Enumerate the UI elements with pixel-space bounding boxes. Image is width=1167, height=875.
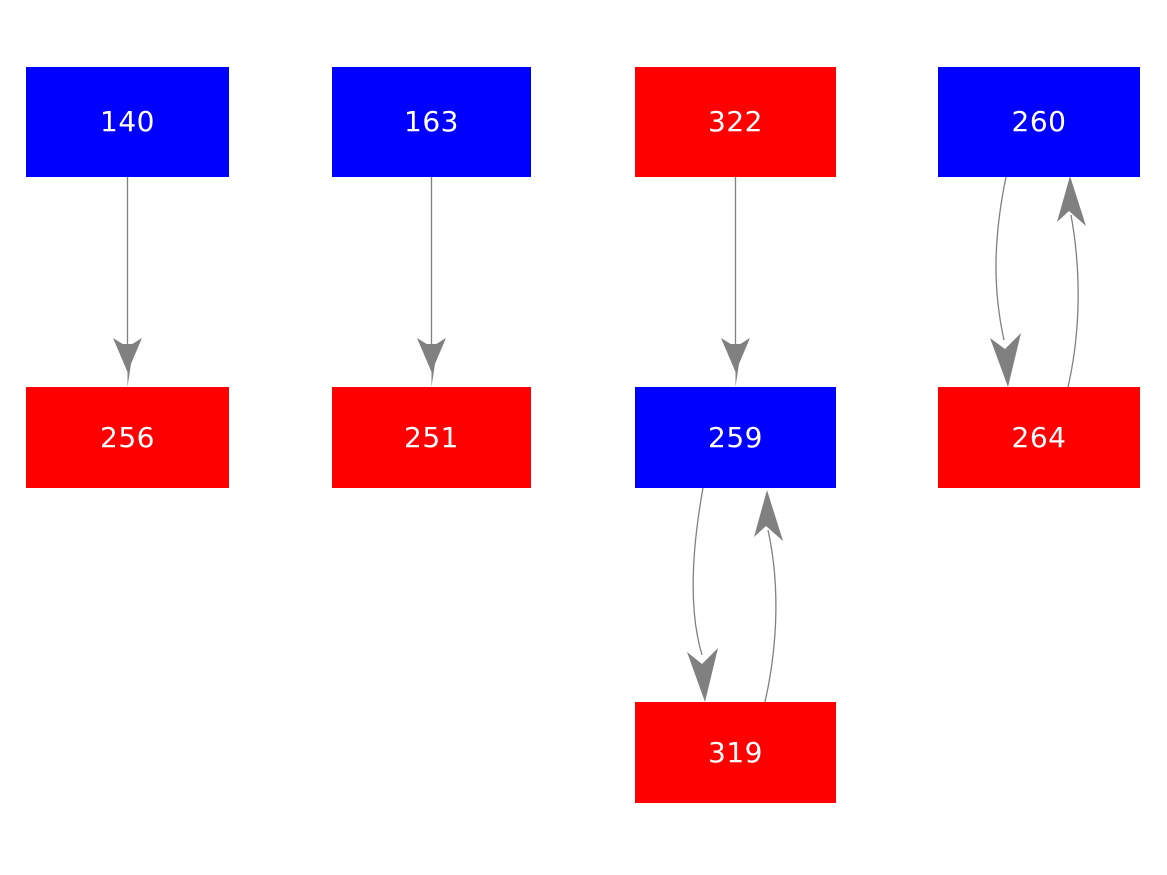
node-label: 140 xyxy=(100,105,155,138)
graph-node-319[interactable]: 319 xyxy=(635,702,836,803)
node-label: 260 xyxy=(1011,105,1067,138)
node-label: 163 xyxy=(404,105,459,138)
node-label: 256 xyxy=(100,420,155,454)
edge-163-251 xyxy=(417,177,446,387)
graph-node-256[interactable]: 256 xyxy=(26,387,229,488)
node-label: 264 xyxy=(1011,420,1067,454)
edge-259-319 xyxy=(687,487,718,702)
edge-260-264 xyxy=(990,176,1021,387)
node-label: 319 xyxy=(708,735,763,769)
edge-322-259 xyxy=(721,177,750,387)
edge-264-260 xyxy=(1057,176,1086,388)
graph-node-260[interactable]: 260 xyxy=(938,67,1140,177)
edge-319-259 xyxy=(754,490,783,703)
graph-node-163[interactable]: 163 xyxy=(332,67,531,177)
node-label: 251 xyxy=(404,420,459,454)
graph-node-259[interactable]: 259 xyxy=(635,387,836,488)
edge-140-256 xyxy=(113,177,142,387)
graph-node-251[interactable]: 251 xyxy=(332,387,531,488)
graph-node-140[interactable]: 140 xyxy=(26,67,229,177)
node-label: 322 xyxy=(708,105,763,138)
graph-node-322[interactable]: 322 xyxy=(635,67,836,177)
graph-node-264[interactable]: 264 xyxy=(938,387,1140,488)
node-label: 259 xyxy=(708,420,763,454)
